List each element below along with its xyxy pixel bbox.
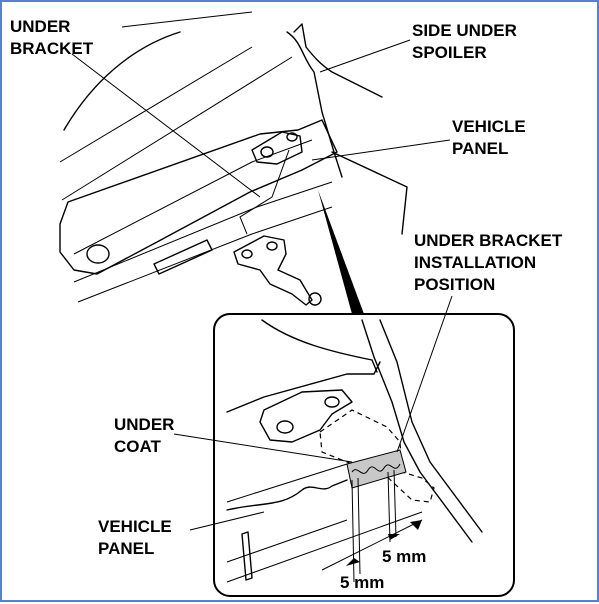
bracket-seat-hole [260,146,274,158]
bracket-seat [251,131,303,165]
dim-arrow [410,520,422,530]
magnifier-wedge [318,190,364,314]
label-side-under-spoiler-line2: SPOILER [412,43,487,62]
exploded-path-line [239,149,290,235]
body-edge-line [61,56,293,201]
detail-panel-line [226,519,348,563]
dim-extension-line [351,479,355,583]
dim-extension-line [393,469,397,538]
under-coat-texture [351,463,401,474]
panel-hole [86,244,110,264]
label-vehicle-panel-top-line1: VEHICLE [452,117,526,136]
label-under-coat-line2: COAT [114,437,162,456]
leader-under-bracket [71,53,261,198]
bracket-hole [241,249,253,259]
leader-vehicle-panel-top [311,139,451,161]
detail-panel-edge [379,319,483,533]
dim-extension-line [357,477,361,575]
overview-drawing [59,11,408,314]
leader-lines [71,39,453,531]
dim-arrow [346,558,360,566]
bracket-seat-hole [286,132,298,142]
leader-installation-position [396,295,453,453]
under-bracket-part [233,235,313,306]
label-vehicle-panel-detail-line2: PANEL [98,539,154,558]
spoiler-outline [293,23,383,98]
bracket-hole [266,241,278,251]
label-side-under-spoiler-line1: SIDE UNDER [412,21,517,40]
panel-slot [153,239,213,275]
dim-arrow [388,534,400,540]
label-installation-position-line1: UNDER BRACKET [414,231,563,250]
detail-bracket-seat [259,389,353,443]
detail-panel-line [226,479,348,511]
detail-slot [241,531,253,581]
detail-seat-hole [276,420,294,434]
label-vehicle-panel-detail-line1: VEHICLE [98,517,172,536]
vehicle-panel-line [77,206,333,303]
labels: UNDER BRACKET SIDE UNDER SPOILER VEHICLE… [10,17,563,592]
label-under-coat-line1: UNDER [114,415,174,434]
detail-frame [213,313,515,597]
detail-flange [226,361,381,413]
detail-spoiler-edge [261,319,378,373]
label-dimension-left: 5 mm [340,573,384,592]
label-under-bracket-line2: BRACKET [10,39,94,58]
leader-vehicle-panel-detail [189,511,265,531]
detail-seat-hole [324,396,340,408]
detail-inset [213,313,515,597]
spoiler-outline [286,31,343,178]
leader-under-coat [173,433,353,463]
leader-side-under-spoiler [319,39,411,73]
label-installation-position-line2: INSTALLATION [414,253,536,272]
vehicle-panel-outline [59,119,338,275]
label-dimension-right: 5 mm [382,547,426,566]
detail-panel-line [226,463,348,503]
body-edge-line [121,11,253,28]
wheel-arch-line [63,31,181,131]
bracket-nut [308,292,322,306]
vehicle-panel-line [73,139,313,255]
body-edge-line [59,46,253,163]
label-under-bracket-line1: UNDER [10,17,70,36]
dim-extension-line [387,471,391,543]
dim-line [321,519,423,571]
label-vehicle-panel-top-line2: PANEL [452,139,508,158]
label-installation-position-line3: POSITION [414,275,495,294]
spoiler-outline [331,151,408,235]
vehicle-panel-line [73,181,333,283]
